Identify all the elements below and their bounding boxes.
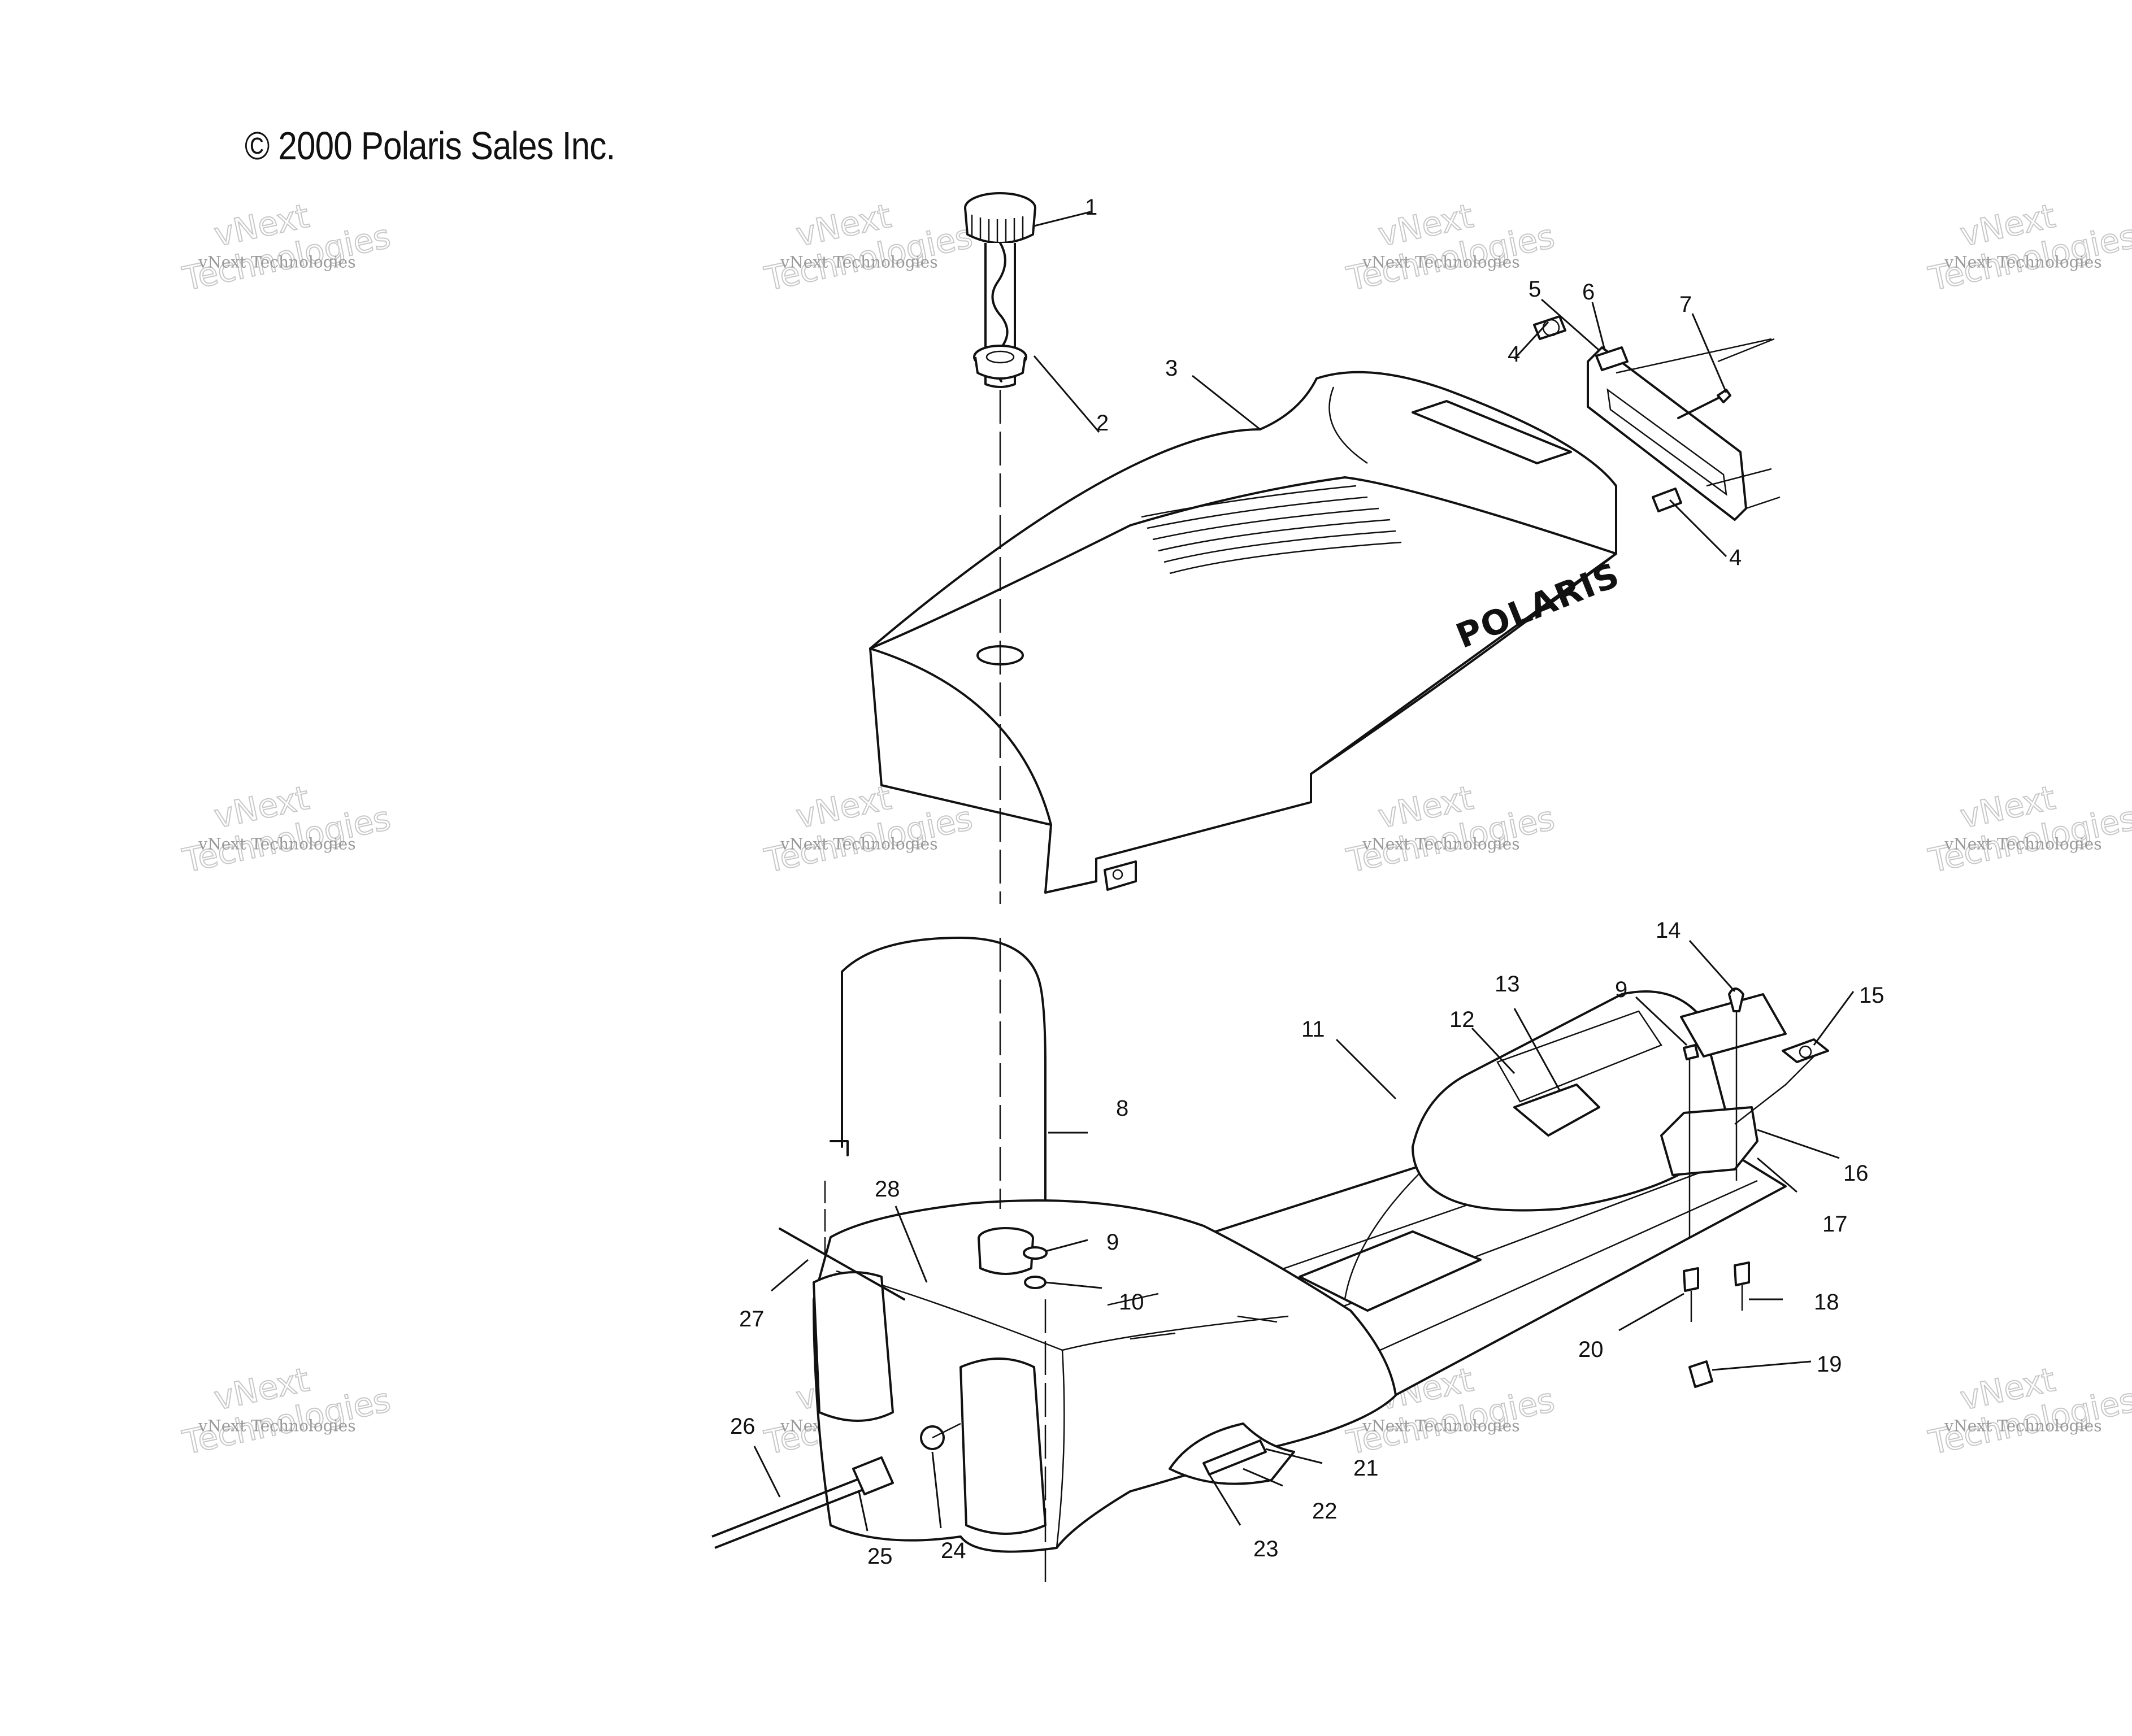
rear-bracket-parts-4-7 [1533, 315, 1781, 521]
callout-11: 11 [1301, 1017, 1325, 1042]
callout-21: 21 [1353, 1456, 1379, 1481]
grommet-part-2 [973, 345, 1027, 380]
svg-text:vNext Technologies: vNext Technologies [1362, 835, 1519, 854]
callout-10: 10 [1119, 1290, 1144, 1315]
callout-19: 19 [1817, 1352, 1842, 1377]
copyright-notice: © 2000 Polaris Sales Inc. [245, 124, 615, 168]
svg-text:vNext Technologies: vNext Technologies [780, 835, 937, 854]
callout-4-top: 4 [1508, 342, 1520, 367]
callout-9-lower: 9 [1106, 1230, 1119, 1255]
svg-text:vNext Technologies: vNext Technologies [1944, 1417, 2101, 1435]
callout-22: 22 [1312, 1499, 1338, 1524]
fasteners [1683, 987, 1750, 1388]
svg-text:vNext Technologies: vNext Technologies [1362, 253, 1519, 272]
svg-text:vNext Technologies: vNext Technologies [780, 253, 937, 272]
svg-text:vNext Technologies: vNext Technologies [1944, 253, 2101, 272]
callout-9-upper: 9 [1615, 977, 1627, 1002]
callout-16: 16 [1843, 1161, 1869, 1186]
callouts: 1 2 3 4 5 6 7 4 14 13 12 9 15 1 [730, 195, 1885, 1569]
callout-6: 6 [1582, 280, 1595, 304]
svg-text:vNext Technologies: vNext Technologies [1362, 1417, 1519, 1435]
svg-text:vNext Technologies: vNext Technologies [198, 1417, 355, 1435]
svg-text:vNext Technologies: vNext Technologies [1944, 835, 2101, 854]
callout-4-bottom: 4 [1729, 545, 1742, 570]
callout-13: 13 [1495, 972, 1520, 997]
callout-28: 28 [875, 1177, 900, 1202]
callout-25: 25 [867, 1544, 893, 1569]
callout-27: 27 [739, 1307, 765, 1332]
callout-2: 2 [1096, 411, 1109, 436]
callout-20: 20 [1578, 1337, 1604, 1362]
callout-15: 15 [1859, 983, 1885, 1008]
tank-assembly [711, 937, 1829, 1582]
callout-1: 1 [1085, 195, 1097, 220]
callout-14: 14 [1656, 918, 1681, 943]
callout-17: 17 [1822, 1212, 1848, 1237]
seat-assembly: POLARIS [869, 192, 1781, 904]
callout-23: 23 [1253, 1537, 1279, 1561]
callout-24: 24 [941, 1538, 966, 1563]
callout-3: 3 [1165, 356, 1178, 381]
callout-7: 7 [1679, 292, 1692, 317]
callout-18: 18 [1814, 1290, 1839, 1315]
svg-text:vNext Technologies: vNext Technologies [198, 835, 355, 854]
callout-8: 8 [1116, 1096, 1128, 1121]
callout-5: 5 [1529, 277, 1541, 302]
callout-12: 12 [1449, 1007, 1475, 1032]
svg-text:vNext Technologies: vNext Technologies [198, 253, 355, 272]
callout-26: 26 [730, 1414, 755, 1439]
